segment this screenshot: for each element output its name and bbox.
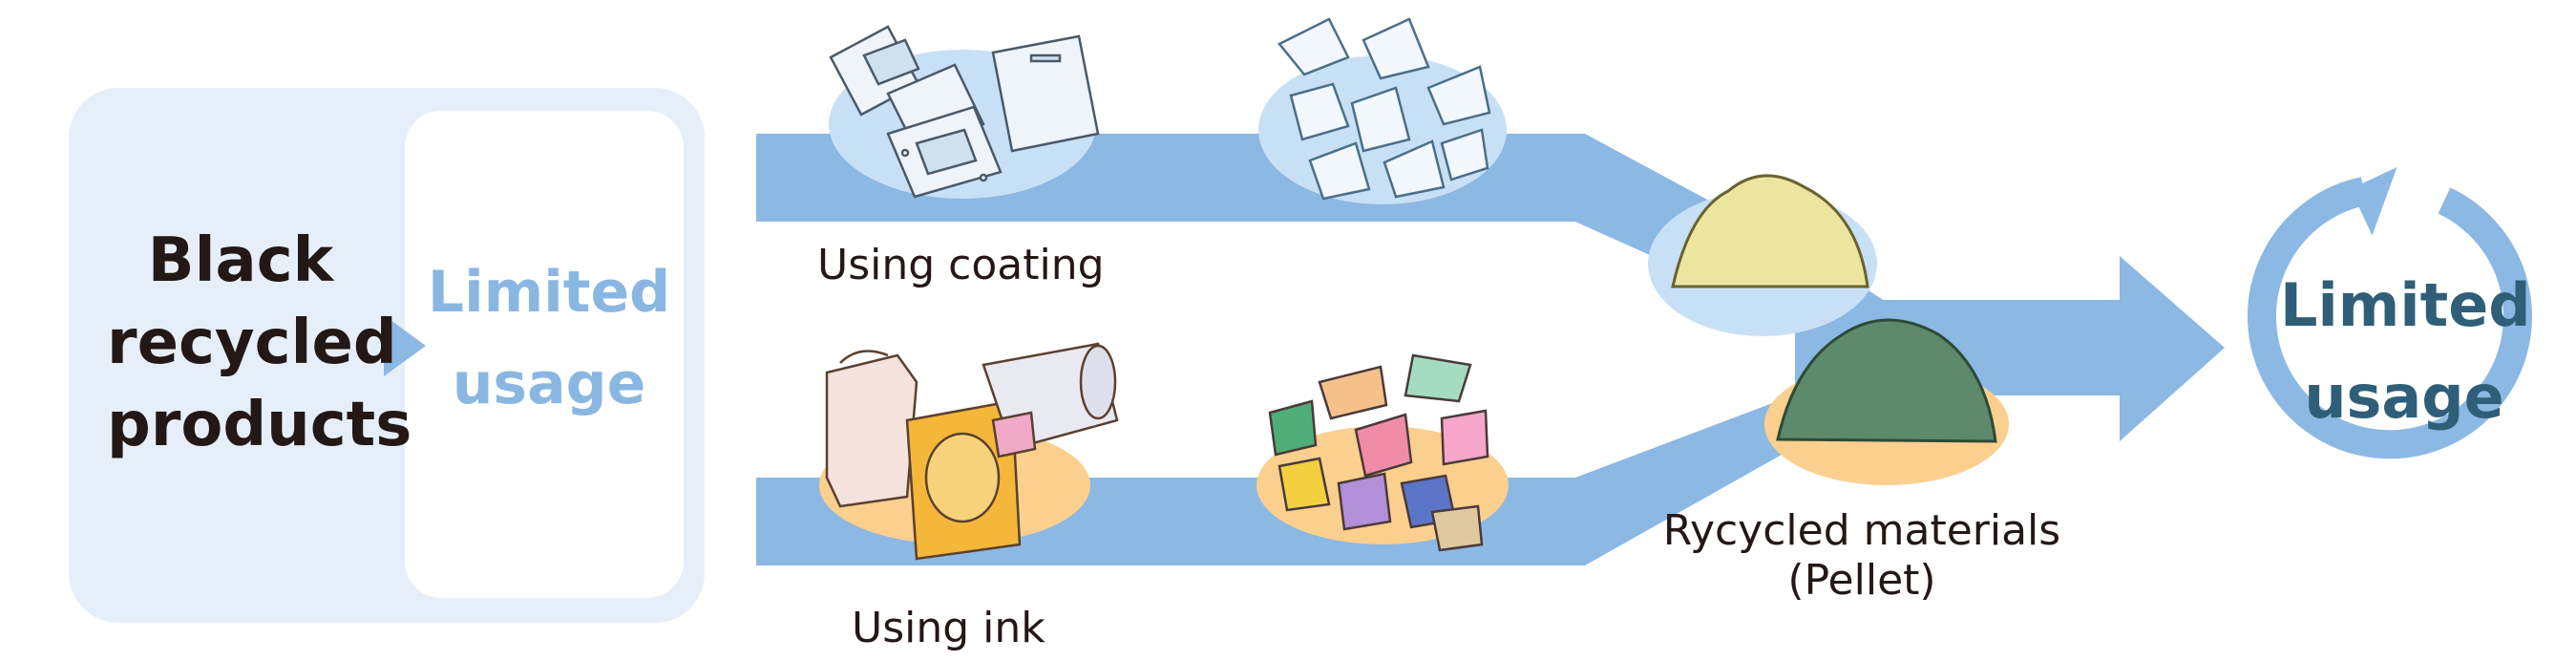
- source-box-inner: [405, 111, 684, 598]
- pellet-caption-line1: Rycycled materials: [1662, 506, 2061, 555]
- ink-caption: Using ink: [852, 604, 1045, 652]
- result-usage-label: Limited usage: [2280, 270, 2531, 432]
- clear-flakes-icon: [1277, 17, 1491, 201]
- source-usage-label: Limited usage: [427, 259, 671, 417]
- source-arrow-icon: [384, 315, 426, 376]
- coated-film-pieces-icon: [829, 25, 1100, 199]
- light-pellet-pile-icon: [1671, 174, 1869, 288]
- source-title: Black recycled products: [107, 225, 412, 460]
- pellet-caption-line2: (Pellet): [1787, 556, 1936, 605]
- dark-pellet-pile-icon: [1776, 318, 1997, 443]
- coating-caption: Using coating: [817, 241, 1105, 289]
- recycle-arrow-icon: [2247, 167, 2532, 459]
- pellet-caption: Rycycled materials (Pellet): [1614, 506, 2110, 606]
- printed-packages-icon: [825, 342, 1119, 561]
- colored-flakes-icon: [1268, 353, 1489, 552]
- coating-flow-band: [756, 134, 1910, 342]
